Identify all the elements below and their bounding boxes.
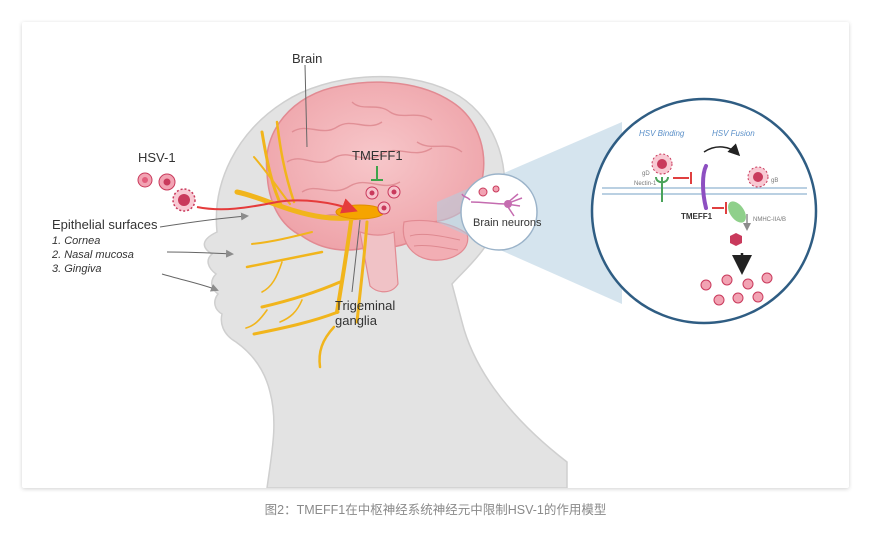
capsid (730, 233, 742, 246)
figure-caption: 图2：TMEFF1在中枢神经系统神经元中限制HSV-1的作用模型 (264, 503, 607, 517)
brain-virus-cluster (365, 185, 401, 215)
epithelial-title: Epithelial surfaces (52, 217, 158, 232)
inset-circle (590, 97, 818, 325)
brain-neurons-label: Brain neurons (473, 217, 542, 229)
progeny-virions (700, 272, 773, 306)
infection-route-arrow (196, 198, 358, 214)
cerebellum (402, 219, 469, 261)
tmeff1-protein (701, 164, 708, 210)
epithelial-item-1: 1. Cornea (52, 235, 100, 247)
nectin1-label: Nectin-1 (634, 181, 657, 187)
trigeminal-label-line1: Trigeminal (335, 298, 395, 313)
nmhc-label: NMHC-IIA/B (753, 217, 786, 223)
hsv-binding-label: HSV Binding (639, 129, 685, 138)
nmhc-protein (728, 201, 746, 223)
brain-neurons-circle (460, 173, 538, 251)
tmeff1-label: TMEFF1 (352, 148, 403, 163)
epithelial-item-3: 3. Gingiva (52, 263, 102, 275)
brain-label: Brain (292, 51, 322, 66)
figure-card: Brain HSV-1 TMEFF1 Epithelial surfaces 1… (22, 22, 849, 488)
tmeff1-inhibition-symbol (371, 166, 383, 181)
neuron-cell (461, 193, 523, 217)
model-diagram: Brain HSV-1 TMEFF1 Epithelial surfaces 1… (51, 51, 818, 488)
inset-tmeff1-label: TMEFF1 (681, 212, 713, 221)
trigeminal-label-line2: ganglia (335, 313, 378, 328)
hsv-fusion-label: HSV Fusion (712, 129, 755, 138)
epithelial-item-2: 2. Nasal mucosa (51, 249, 134, 261)
nectin1-receptor (655, 176, 669, 202)
hsv1-virus-cluster (137, 172, 196, 212)
label-pointers (159, 64, 361, 293)
brainstem (359, 231, 399, 293)
hsv1-label: HSV-1 (138, 150, 176, 165)
gd-label: gD (642, 171, 650, 177)
gb-label: gB (771, 178, 778, 184)
